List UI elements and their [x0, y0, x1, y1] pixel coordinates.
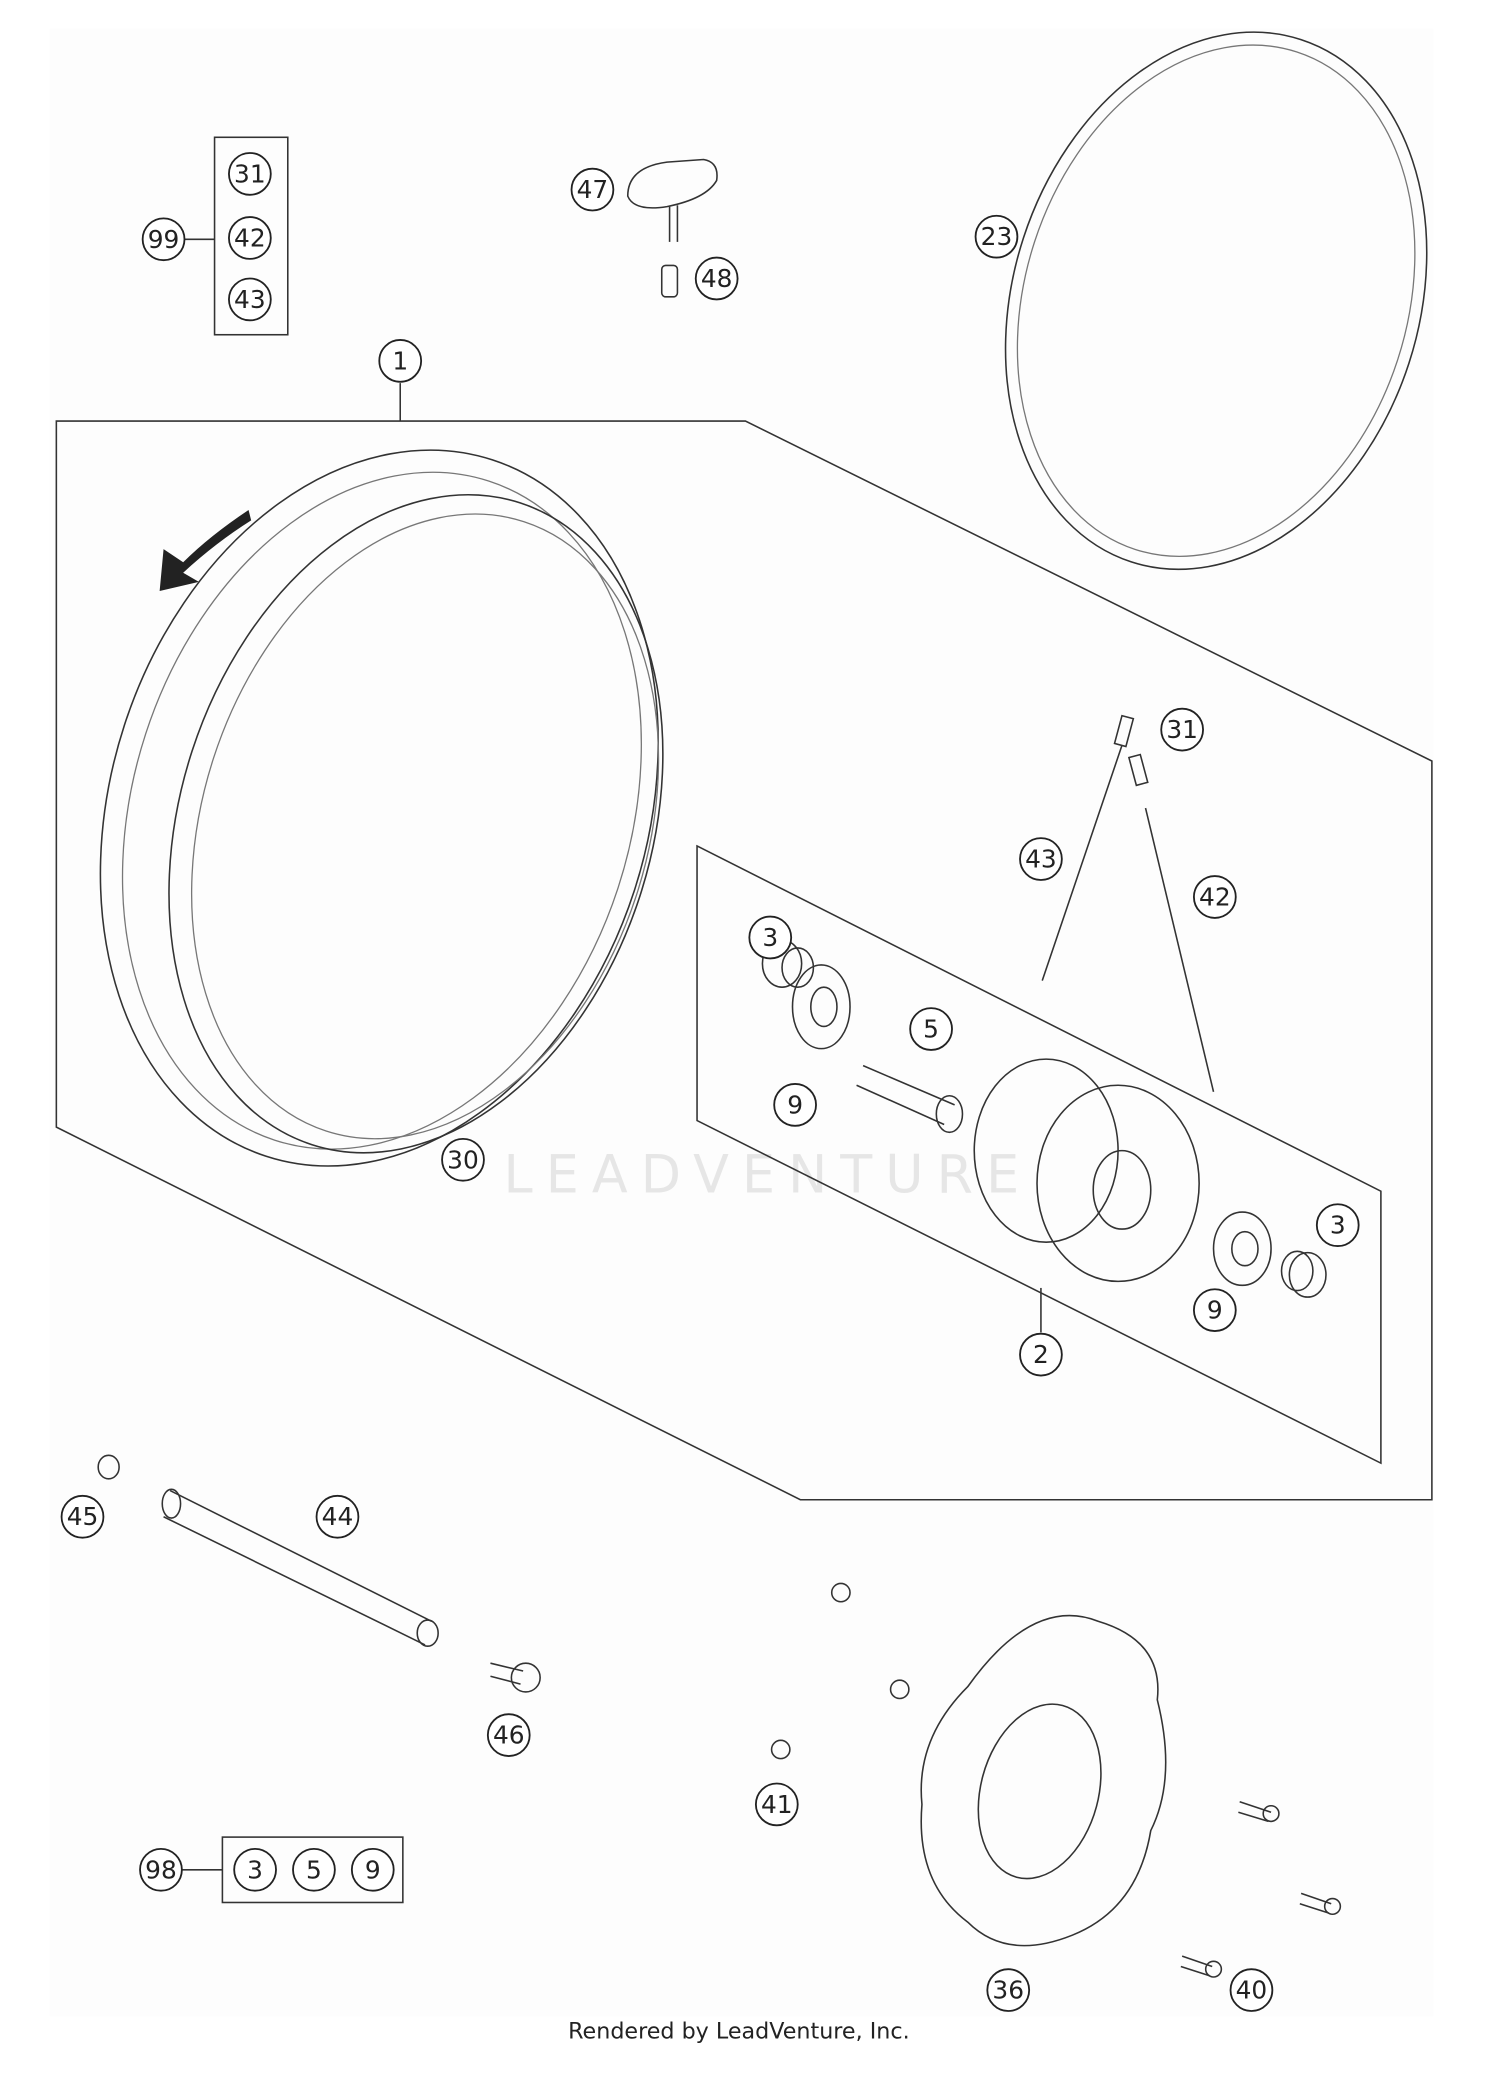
hub-kit-outline — [696, 844, 1382, 1465]
svg-text:36: 36 — [992, 1976, 1024, 2005]
callout-5-kit[interactable]: 5 — [292, 1847, 336, 1892]
svg-text:48: 48 — [701, 264, 733, 293]
svg-text:43: 43 — [1025, 845, 1057, 874]
callout-5[interactable]: 5 — [909, 1007, 953, 1051]
callout-3-kit[interactable]: 3 — [233, 1847, 277, 1892]
callout-40[interactable]: 40 — [1229, 1968, 1274, 2012]
callout-3-left[interactable]: 3 — [748, 915, 793, 960]
svg-text:30: 30 — [447, 1145, 479, 1174]
rim-tape — [1004, 31, 1428, 571]
callout-99[interactable]: 99 — [141, 217, 186, 262]
callout-42-group[interactable]: 42 — [228, 216, 272, 260]
callout-9-left[interactable]: 9 — [773, 1083, 817, 1127]
svg-text:1: 1 — [392, 346, 408, 375]
watermark: LEADVENTURE — [504, 1144, 1033, 1205]
svg-text:99: 99 — [148, 225, 180, 254]
svg-text:47: 47 — [577, 175, 609, 204]
svg-text:45: 45 — [67, 1502, 99, 1531]
callout-43-group[interactable]: 43 — [228, 277, 272, 322]
footer-credit: Rendered by LeadVenture, Inc. — [568, 2018, 910, 2044]
rotation-arrow-icon — [159, 509, 252, 592]
svg-text:44: 44 — [322, 1502, 354, 1531]
svg-text:42: 42 — [234, 223, 266, 252]
svg-text:41: 41 — [761, 1790, 793, 1819]
callout-31[interactable]: 31 — [1160, 707, 1204, 752]
leader-lines — [181, 238, 1042, 1871]
callout-98[interactable]: 98 — [139, 1847, 183, 1892]
callout-42[interactable]: 42 — [1192, 875, 1237, 919]
group-box-99 — [213, 136, 289, 336]
svg-text:9: 9 — [365, 1855, 381, 1884]
callout-1[interactable]: 1 — [378, 339, 423, 383]
svg-text:43: 43 — [234, 285, 266, 314]
callout-2[interactable]: 2 — [1019, 1332, 1063, 1377]
svg-text:5: 5 — [923, 1015, 939, 1044]
callout-43[interactable]: 43 — [1019, 837, 1063, 881]
callout-9-right[interactable]: 9 — [1192, 1288, 1237, 1332]
hub-components — [761, 939, 1327, 1298]
svg-text:31: 31 — [234, 159, 266, 188]
callout-47[interactable]: 47 — [570, 167, 615, 212]
callout-30[interactable]: 30 — [441, 1137, 485, 1182]
callout-23[interactable]: 23 — [974, 214, 1019, 259]
svg-text:3: 3 — [1330, 1211, 1346, 1240]
svg-text:2: 2 — [1033, 1340, 1049, 1369]
valve-cap — [626, 158, 718, 298]
svg-text:98: 98 — [145, 1855, 177, 1884]
diagram-background — [49, 28, 1434, 2017]
callout-31-group[interactable]: 31 — [228, 152, 272, 196]
svg-text:9: 9 — [787, 1090, 803, 1119]
svg-text:40: 40 — [1236, 1976, 1268, 2005]
callout-46[interactable]: 46 — [486, 1713, 531, 1757]
svg-text:3: 3 — [762, 923, 778, 952]
brake-disc — [770, 1582, 1342, 1978]
callout-3-right[interactable]: 3 — [1315, 1203, 1360, 1248]
svg-text:5: 5 — [306, 1855, 322, 1884]
callout-44[interactable]: 44 — [315, 1494, 360, 1539]
svg-text:31: 31 — [1166, 715, 1198, 744]
rim — [99, 449, 664, 1167]
svg-text:46: 46 — [493, 1721, 525, 1750]
axle — [97, 1454, 541, 1693]
callout-9-kit[interactable]: 9 — [350, 1847, 395, 1892]
svg-text:3: 3 — [247, 1855, 263, 1884]
callout-45[interactable]: 45 — [60, 1494, 105, 1539]
svg-text:9: 9 — [1207, 1296, 1223, 1325]
svg-text:42: 42 — [1199, 882, 1231, 911]
svg-text:23: 23 — [981, 222, 1013, 251]
callout-36[interactable]: 36 — [986, 1968, 1031, 2012]
wheel-kit-outline — [55, 420, 1433, 1501]
spokes — [1041, 714, 1215, 1092]
callout-48[interactable]: 48 — [694, 256, 739, 301]
callout-41[interactable]: 41 — [754, 1782, 799, 1827]
